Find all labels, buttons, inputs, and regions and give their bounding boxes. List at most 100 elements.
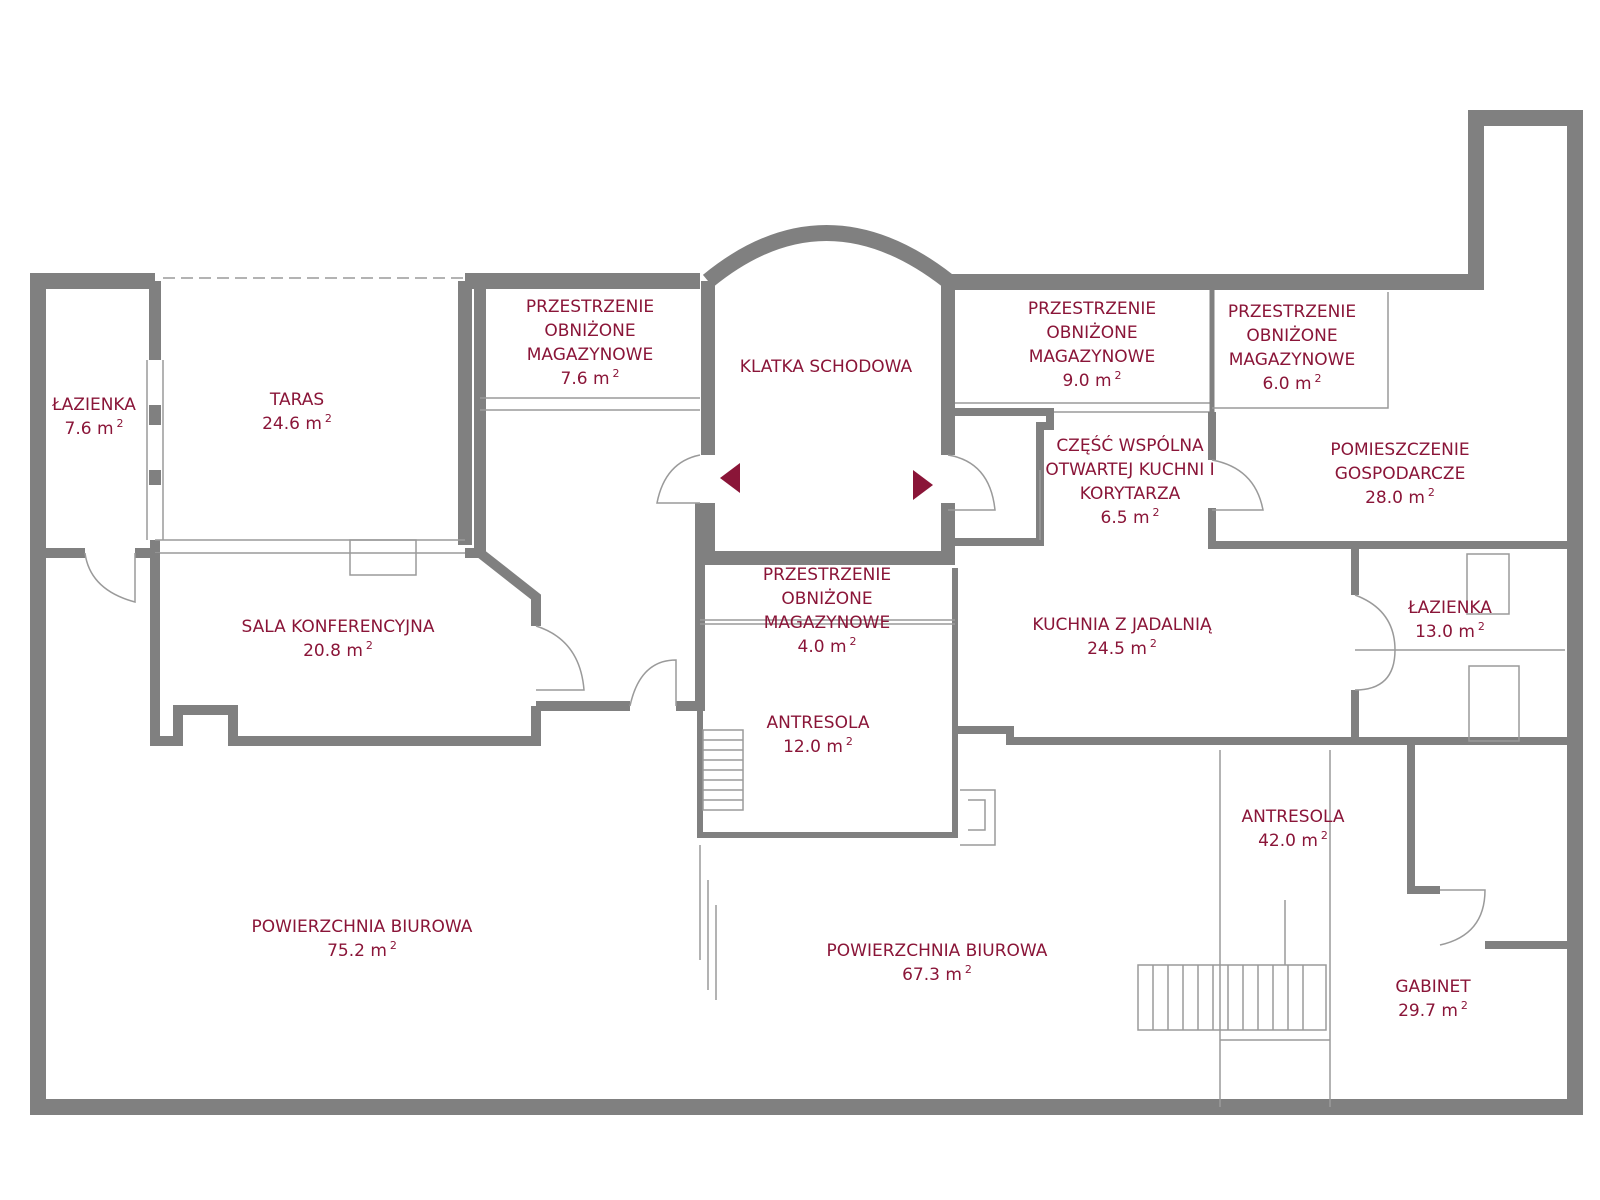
room-name-line: KUCHNIA Z JADALNIĄ xyxy=(1032,615,1212,635)
bathroom-2-fixture-2 xyxy=(1468,665,1520,742)
room-name-line: ANTRESOLA xyxy=(1242,807,1345,827)
door-corridor xyxy=(629,659,677,707)
room-area: 7.6 m xyxy=(65,419,114,439)
room-area: 6.0 m xyxy=(1263,374,1312,394)
room-area: 24.6 m xyxy=(262,414,322,434)
room-name-line: TARAS xyxy=(269,390,324,410)
room-area: 67.3 m xyxy=(902,965,962,985)
lazienka-wall-5 xyxy=(135,540,160,558)
room-name-line: GOSPODARCZE xyxy=(1335,464,1466,484)
room-name-line: KLATKA SCHODOWA xyxy=(740,357,913,377)
kitchen-wall-bottom xyxy=(955,726,1575,745)
room-area: 20.8 m xyxy=(303,641,363,661)
room-area: 42.0 m xyxy=(1258,831,1318,851)
room-name-line: OBNIŻONE xyxy=(1246,325,1337,346)
room-name-line: OBNIŻONE xyxy=(544,320,635,341)
room-area-exponent: 2 xyxy=(1153,506,1160,519)
fireplace xyxy=(960,789,996,846)
room-area-exponent: 2 xyxy=(325,412,332,425)
sala-wall-right xyxy=(465,548,541,626)
door-kitchen-bathroom xyxy=(1354,594,1396,691)
outer-wall-left-lower xyxy=(30,110,1583,1115)
room-area-exponent: 2 xyxy=(1428,486,1435,499)
gabinet-wall xyxy=(1407,741,1440,894)
room-name-line: MAGAZYNOWE xyxy=(527,345,653,365)
room-name-line: OBNIŻONE xyxy=(781,588,872,609)
stair-arrow-left-icon xyxy=(720,463,740,493)
room-area: 75.2 m xyxy=(327,941,387,961)
stair-arch xyxy=(702,225,953,288)
taras-window-bottom xyxy=(155,539,465,554)
room-area-exponent: 2 xyxy=(1115,369,1122,382)
room-area-exponent: 2 xyxy=(1315,372,1322,385)
storage-4-line xyxy=(700,619,955,625)
room-name-line: SALA KONFERENCYJNA xyxy=(241,617,434,637)
storage-1-window xyxy=(480,397,700,411)
storage-3-frame xyxy=(1212,292,1389,409)
room-name-line: PRZESTRZENIE xyxy=(763,565,891,585)
corridor-wall-2 xyxy=(676,503,705,711)
outer-wall-left xyxy=(30,273,155,563)
room-name-line: ŁAZIENKA xyxy=(51,395,136,415)
room-name-line: PRZESTRZENIE xyxy=(1228,302,1356,322)
door-gabinet xyxy=(1439,889,1486,946)
mezzanine-wall xyxy=(697,568,958,838)
room-area: 4.0 m xyxy=(798,637,847,657)
door-stair-right xyxy=(947,454,996,511)
door-stair-left xyxy=(656,454,701,504)
room-name-line: ŁAZIENKA xyxy=(1407,598,1492,618)
room-area-exponent: 2 xyxy=(846,735,853,748)
room-name-line: POWIERZCHNIA BIUROWA xyxy=(252,917,473,937)
room-area-exponent: 2 xyxy=(366,639,373,652)
room-area: 7.6 m xyxy=(561,369,610,389)
stair-wall-left-low xyxy=(701,503,955,565)
room-area: 24.5 m xyxy=(1087,639,1147,659)
room-name-line: GABINET xyxy=(1395,977,1471,997)
glass-partition xyxy=(699,845,717,1000)
door-lazienka-1 xyxy=(84,552,136,603)
hall-wall-3 xyxy=(1208,508,1575,549)
room-name-line: PRZESTRZENIE xyxy=(1028,299,1156,319)
room-area: 12.0 m xyxy=(783,737,843,757)
room-area-exponent: 2 xyxy=(117,417,124,430)
bathroom-2-fixture-1 xyxy=(1466,553,1510,615)
room-name-line: POMIESZCZENIE xyxy=(1330,440,1469,460)
mezzanine-stairs xyxy=(702,729,744,811)
taras-step xyxy=(349,539,417,576)
hall-wall xyxy=(955,408,1054,546)
room-name-line: POWIERZCHNIA BIUROWA xyxy=(827,941,1048,961)
room-name-line: OTWARTEJ KUCHNI I xyxy=(1045,460,1214,480)
room-area-exponent: 2 xyxy=(1150,637,1157,650)
room-label-klatka-schodowa: KLATKA SCHODOWA xyxy=(740,357,913,377)
room-name-line: MAGAZYNOWE xyxy=(1229,350,1355,370)
room-name-line: MAGAZYNOWE xyxy=(764,613,890,633)
room-name-line: CZĘŚĆ WSPÓLNA xyxy=(1056,434,1204,456)
room-area-exponent: 2 xyxy=(1478,620,1485,633)
room-area: 28.0 m xyxy=(1365,488,1425,508)
room-name-line: MAGAZYNOWE xyxy=(1029,347,1155,367)
room-name-line: KORYTARZA xyxy=(1080,484,1181,504)
sala-wall xyxy=(150,553,541,746)
stair-arrow-right-icon xyxy=(913,470,933,500)
doors xyxy=(84,454,1486,946)
stair-arrows xyxy=(720,463,933,500)
room-area-exponent: 2 xyxy=(965,963,972,976)
room-area: 13.0 m xyxy=(1415,622,1475,642)
room-area-exponent: 2 xyxy=(850,635,857,648)
taras-window-vertical xyxy=(146,360,164,540)
